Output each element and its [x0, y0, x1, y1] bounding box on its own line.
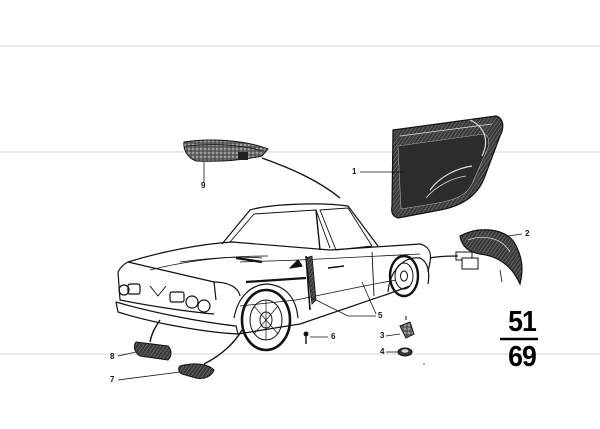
- leader-7: [117, 371, 181, 381]
- callout-7: 7: [110, 375, 115, 384]
- callout-6: 6: [331, 332, 336, 341]
- rear-wheel: [388, 254, 420, 298]
- callout-2: 2: [525, 229, 530, 238]
- leader-8: [117, 351, 137, 357]
- part-3-clip: [399, 316, 415, 339]
- front-wheel: [240, 288, 292, 352]
- part-8-trim: [133, 341, 172, 361]
- part-4-grommet: [397, 347, 413, 357]
- part-6-screw: [303, 331, 309, 344]
- group-number-top: 51: [508, 306, 537, 338]
- part-7-trim: [178, 363, 215, 379]
- part-2-rear-trim: [455, 229, 523, 286]
- callout-4: 4: [380, 347, 385, 356]
- callout-9: 9: [201, 181, 206, 190]
- pointer-9: [261, 157, 341, 199]
- scan-artifacts: [0, 45, 600, 355]
- pointer-7: [203, 329, 243, 365]
- part-9-lamp: [183, 139, 269, 162]
- group-number-bottom: 69: [508, 341, 537, 373]
- callout-8: 8: [110, 352, 115, 361]
- leader-5: [311, 297, 376, 317]
- leader-2: [507, 233, 523, 237]
- pointer-2: [429, 255, 459, 259]
- callout-3: 3: [380, 331, 385, 340]
- callout-5: 5: [378, 311, 383, 320]
- callout-1: 1: [352, 167, 357, 176]
- car-body: [115, 203, 432, 335]
- part-1-door-panel: [391, 115, 504, 219]
- pointer-8: [149, 319, 161, 343]
- leader-3: [385, 333, 401, 337]
